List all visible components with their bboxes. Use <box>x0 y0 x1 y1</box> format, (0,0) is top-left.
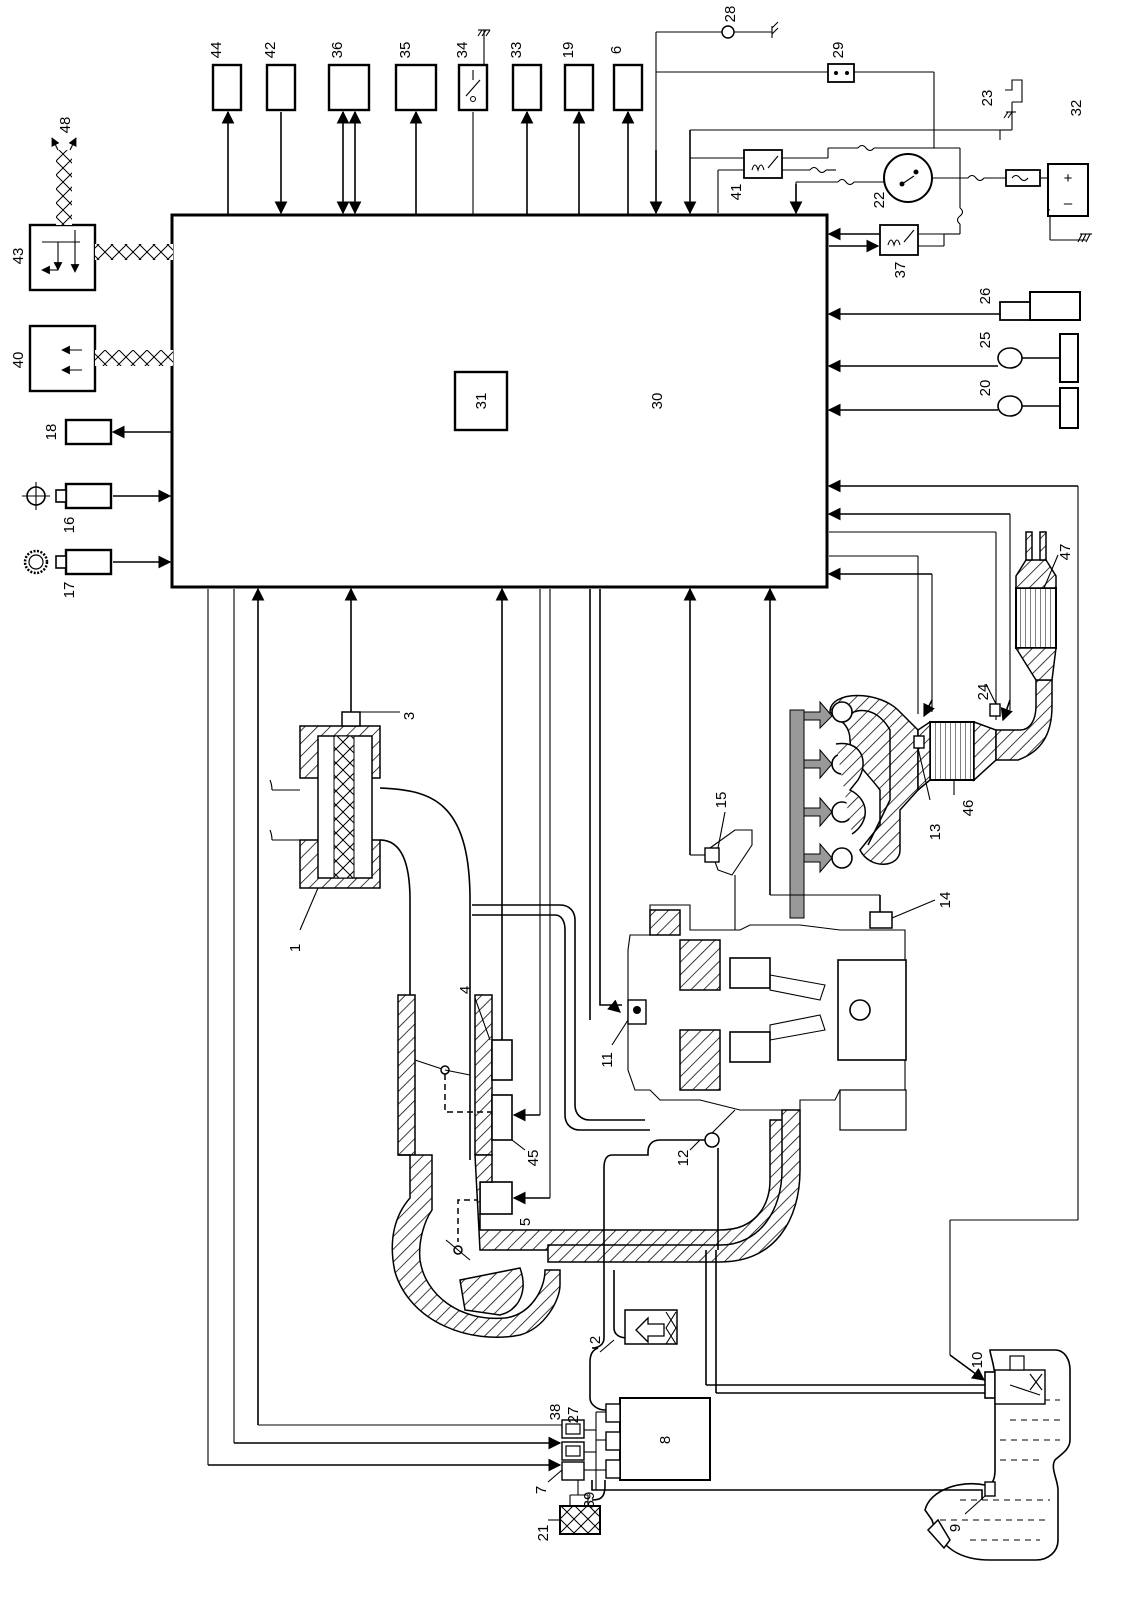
label-16: 16 <box>61 517 78 534</box>
label-9: 9 <box>947 1524 964 1532</box>
module-35: 35 <box>394 42 438 215</box>
sensor-16: 16 <box>22 482 172 534</box>
label-7: 7 <box>533 1486 550 1494</box>
module-42: 42 <box>262 42 297 215</box>
exhaust-system: 47 46 13 24 <box>829 531 1074 869</box>
sensor-17: 17 <box>23 548 172 599</box>
label-1: 1 <box>287 944 304 952</box>
label-45: 45 <box>525 1150 542 1167</box>
evap-system: 2 8 27 38 39 7 21 <box>207 587 711 1542</box>
label-17: 17 <box>61 582 78 599</box>
label-25: 25 <box>977 332 994 349</box>
air-filter-1: 1 3 <box>269 587 471 1160</box>
label-41: 41 <box>728 184 745 201</box>
label-8: 8 <box>657 1436 674 1444</box>
label-42: 42 <box>262 42 279 59</box>
label-24: 24 <box>975 684 992 701</box>
label-5: 5 <box>517 1218 534 1226</box>
label-4: 4 <box>457 986 474 994</box>
label-46: 46 <box>960 800 977 817</box>
label-33: 33 <box>508 42 525 59</box>
label-34: 34 <box>454 42 471 59</box>
label-10: 10 <box>969 1352 986 1369</box>
module-40: 40 <box>10 324 173 393</box>
label-44: 44 <box>208 42 225 59</box>
injector-12: 12 <box>603 1109 736 1310</box>
label-14: 14 <box>937 892 954 909</box>
module-6: 6 <box>608 46 644 215</box>
battery-plus: + <box>1064 170 1073 187</box>
sensor-15: 15 <box>683 587 753 930</box>
label-29: 29 <box>830 42 847 59</box>
label-11: 11 <box>599 1052 616 1068</box>
label-30: 30 <box>649 393 666 410</box>
label-39: 39 <box>581 1492 598 1509</box>
exhaust-signal-lines <box>827 479 1079 1381</box>
module-44: 44 <box>208 42 243 215</box>
power-supply-circuit: 28 29 23 41 <box>649 6 1092 279</box>
label-18: 18 <box>43 424 60 441</box>
label-37: 37 <box>892 262 909 279</box>
intake-rail <box>789 700 833 919</box>
label-40: 40 <box>10 352 27 369</box>
label-3: 3 <box>401 712 418 720</box>
sensor-26: 26 <box>827 288 1081 321</box>
label-26: 26 <box>977 288 994 305</box>
label-43: 43 <box>10 248 27 265</box>
label-22: 22 <box>871 192 888 209</box>
fuel-tank: 10 9 <box>591 1250 1071 1561</box>
module-19: 19 <box>560 42 595 215</box>
module-33: 33 <box>508 42 543 215</box>
label-15: 15 <box>713 792 730 809</box>
label-27: 27 <box>565 1407 582 1424</box>
switch-34: 34 <box>454 29 491 215</box>
module-43: 43 48 <box>10 117 173 292</box>
label-13: 13 <box>927 824 944 841</box>
module-18: 18 <box>43 418 172 446</box>
pedal-sensor-25: 25 <box>827 332 1079 383</box>
intake-duct <box>391 589 801 1339</box>
pedal-sensor-20: 20 <box>827 380 1079 429</box>
engine-cylinder-head: 11 14 <box>599 587 954 1131</box>
battery-minus: – <box>1064 195 1073 212</box>
label-6: 6 <box>608 46 625 54</box>
ecu-module-31 <box>453 370 509 432</box>
label-20: 20 <box>977 380 994 397</box>
label-32: 32 <box>1068 100 1085 117</box>
throttle-body: 4 45 5 <box>397 587 551 1261</box>
module-36: 36 <box>327 42 371 215</box>
label-12: 12 <box>675 1150 692 1167</box>
label-31: 31 <box>473 393 490 410</box>
label-19: 19 <box>560 42 577 59</box>
label-35: 35 <box>397 42 414 59</box>
label-2: 2 <box>587 1336 604 1344</box>
label-47: 47 <box>1057 544 1074 561</box>
label-21: 21 <box>535 1525 552 1542</box>
label-23: 23 <box>979 90 996 107</box>
label-28: 28 <box>722 6 739 23</box>
label-38: 38 <box>547 1404 564 1421</box>
label-36: 36 <box>329 42 346 59</box>
label-48: 48 <box>57 117 74 134</box>
